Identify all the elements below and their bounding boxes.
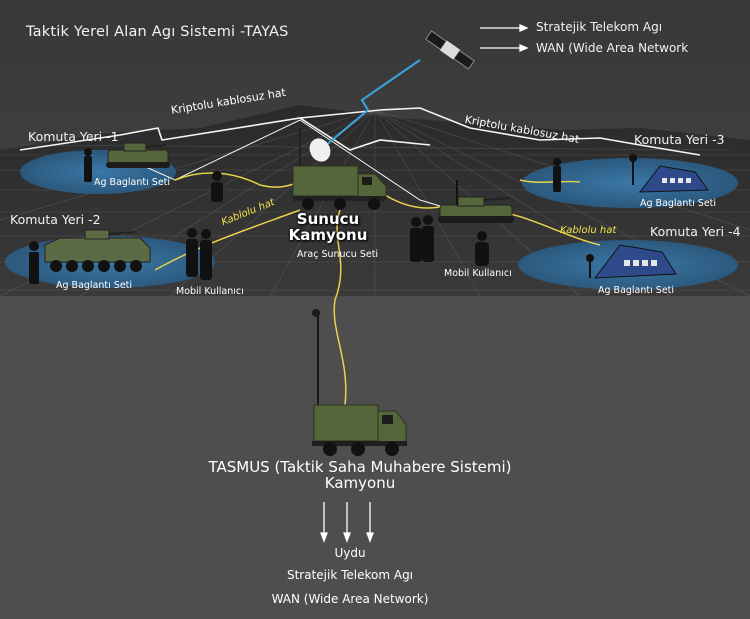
k2-title: Komuta Yeri -2 bbox=[10, 212, 101, 227]
kablolu-label-right: Kablolu hat bbox=[560, 225, 617, 236]
antenna-masts bbox=[456, 154, 637, 278]
page-title: Taktik Yerel Alan Agı Sistemi -TAYAS bbox=[26, 24, 289, 40]
server-line2: Kamyonu bbox=[288, 226, 368, 244]
tasmus-label: TASMUS (Taktik Saha Muhabere Sistemi) Ka… bbox=[200, 459, 520, 491]
legend-arrows bbox=[480, 24, 529, 52]
tank-right-icon bbox=[438, 196, 514, 223]
legend-item-strategic: Stratejik Telekom Agı bbox=[536, 20, 663, 34]
mobile-user-left: Mobil Kullanıcı bbox=[176, 286, 244, 297]
k2-set: Ag Baglantı Seti bbox=[56, 280, 133, 291]
k2-vehicle-icon bbox=[44, 229, 151, 272]
bottom-strategic: Stratejik Telekom Agı bbox=[286, 568, 414, 582]
k3-title: Komuta Yeri -3 bbox=[634, 132, 725, 147]
downlink-arrows bbox=[320, 502, 374, 543]
k4-set: Ag Baglantı Seti bbox=[598, 285, 675, 296]
server-caption: Araç Sunucu Seti bbox=[297, 249, 379, 260]
k3-set: Ag Baglantı Seti bbox=[640, 198, 717, 209]
k1-vehicle-icon bbox=[106, 142, 170, 168]
soldiers-icon bbox=[29, 148, 561, 284]
satellite-icon bbox=[425, 30, 475, 70]
tasmus-line1: TASMUS (Taktik Saha Muhabere Sistemi) bbox=[208, 458, 512, 476]
mobile-user-right: Mobil Kullanıcı bbox=[444, 268, 512, 279]
k4-title: Komuta Yeri -4 bbox=[650, 224, 741, 239]
server-truck-icon bbox=[292, 128, 387, 210]
legend-item-wan: WAN (Wide Area Network bbox=[536, 41, 689, 55]
k1-set: Ag Baglantı Seti bbox=[94, 177, 171, 188]
k1-title: Komuta Yeri -1 bbox=[28, 129, 119, 144]
bottom-wan: WAN (Wide Area Network) bbox=[271, 592, 429, 606]
satellite-uplink bbox=[317, 59, 421, 153]
k4-tent-icon bbox=[593, 244, 677, 279]
k3-tent-icon bbox=[638, 165, 709, 193]
tasmus-truck-icon bbox=[312, 404, 407, 456]
server-truck-label: Sunucu Kamyonu bbox=[288, 211, 368, 243]
server-line1: Sunucu bbox=[296, 210, 360, 228]
tasmus-line2: Kamyonu bbox=[324, 474, 396, 492]
bottom-uydu: Uydu bbox=[334, 546, 366, 560]
